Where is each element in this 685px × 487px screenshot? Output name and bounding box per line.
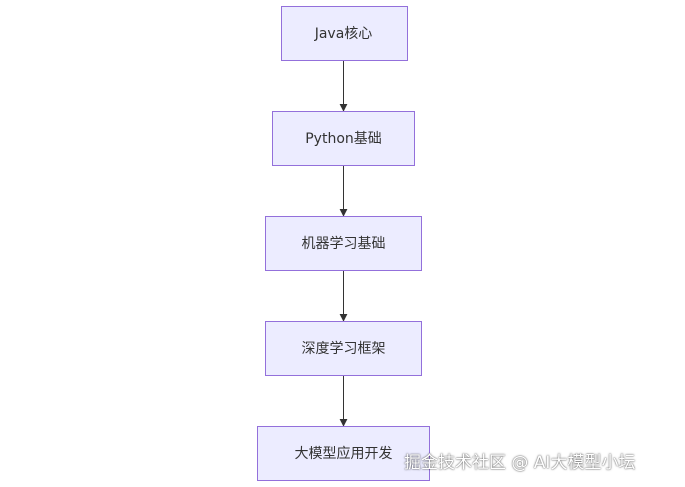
flow-node-2: Python基础 xyxy=(272,111,415,166)
node-label: Python基础 xyxy=(305,130,382,147)
node-box xyxy=(281,6,408,61)
node-box xyxy=(272,111,415,166)
flow-node-1: Java核心 xyxy=(281,6,408,61)
node-label: 大模型应用开发 xyxy=(295,445,393,462)
flow-node-3: 机器学习基础 xyxy=(265,216,422,271)
node-box xyxy=(265,216,422,271)
node-label: Java核心 xyxy=(314,26,373,42)
watermark-text: 掘金技术社区 @ AI大模型小坛 xyxy=(404,453,636,473)
flow-node-4: 深度学习框架 xyxy=(265,321,422,376)
flow-node-5: 大模型应用开发 xyxy=(257,426,430,481)
node-label: 机器学习基础 xyxy=(302,235,386,252)
node-label: 深度学习框架 xyxy=(302,341,386,357)
node-box xyxy=(257,426,430,481)
node-box xyxy=(265,321,422,376)
